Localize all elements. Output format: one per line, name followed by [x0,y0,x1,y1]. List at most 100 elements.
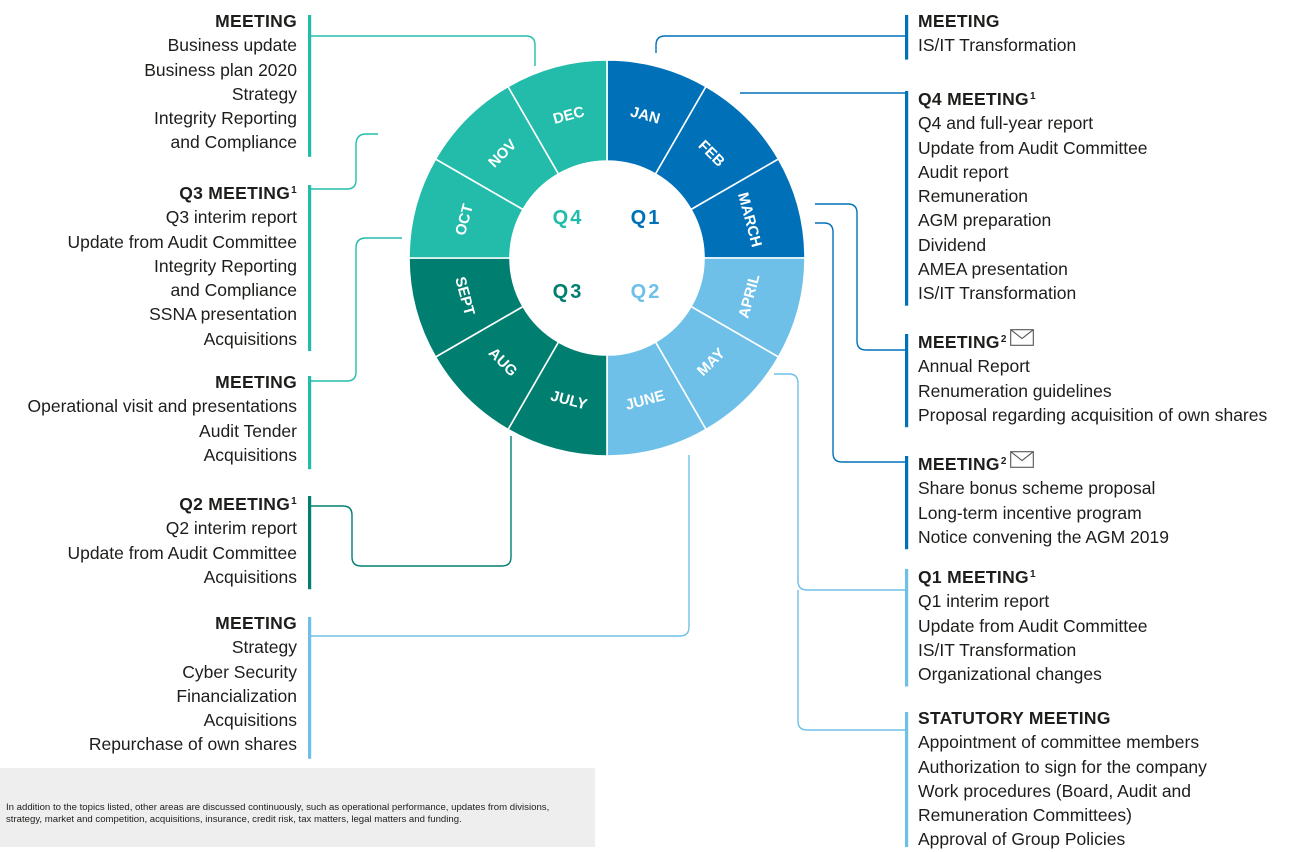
agenda-item: Update from Audit Committee [918,137,1148,158]
agenda-item: Work procedures (Board, Audit and [918,780,1192,801]
meeting-title: MEETING2 [918,450,1169,476]
meeting-title: MEETING [89,611,297,635]
agenda-item: IS/IT Transformation [918,639,1077,660]
agenda-item: IS/IT Transformation [918,35,1077,56]
meeting-title-text: Q4 MEETING [918,89,1029,109]
connector-line-9 [815,222,906,463]
agenda-item: Integrity Reporting [154,255,297,276]
meeting-title-text: STATUTORY MEETING [918,708,1111,728]
agenda-item: Integrity Reporting [154,108,297,129]
agenda-item: Long-term incentive program [918,502,1142,523]
meeting-title: MEETING [28,370,297,394]
agenda-item: Remuneration Committees) [918,805,1132,826]
accent-bar [905,91,909,306]
agenda-item: Acquisitions [203,710,297,731]
meeting-title: STATUTORY MEETING [918,706,1207,730]
agenda-item: Authorization to sign for the company [918,756,1207,777]
agenda-item: Strategy [231,83,297,104]
connector-line-8 [815,203,906,351]
agenda-item: Audit report [918,161,1009,182]
month-sector-dec [506,59,608,176]
accent-bar [308,617,312,759]
envelope-icon [1009,329,1034,346]
agenda-item: Dividend [918,234,987,255]
accent-bar [905,569,909,687]
footnote-marker: 2 [1000,456,1007,467]
quarter-label-q3: Q3 [553,281,584,303]
agenda-item: Audit Tender [199,420,297,441]
connector-line-5 [310,455,690,637]
meeting-title-text: Q2 MEETING [179,494,291,514]
footnote-marker: 1 [291,496,297,507]
year-wheel [408,59,806,457]
connector-line-6 [655,35,906,53]
meeting-title: Q4 MEETING1 [918,85,1148,111]
meeting-title-text: MEETING [215,372,297,392]
agenda-item: Acquisitions [203,566,297,587]
agenda-item: Remuneration [918,186,1028,207]
footnote-box: In addition to the topics listed, other … [0,768,595,847]
agenda-item: Update from Audit Committee [918,615,1148,636]
meeting-title: Q3 MEETING1 [67,179,297,205]
agenda-item: Strategy [231,637,297,658]
agenda-item: AGM preparation [918,210,1052,231]
meeting-title: Q2 MEETING1 [67,490,297,516]
meeting-title: MEETING [144,9,297,33]
meeting-title-text: Q3 MEETING [179,183,291,203]
quarter-label-q1: Q1 [631,207,662,229]
agenda-item: Q4 and full-year report [918,113,1094,134]
agenda-item: Approval of Group Policies [918,829,1126,850]
accent-bar [905,334,909,428]
agenda-item: Q1 interim report [918,591,1050,612]
agenda-item: and Compliance [170,280,297,301]
envelope-icon [1009,451,1034,468]
agenda-item: AMEA presentation [918,259,1068,280]
quarter-label-q4: Q4 [553,207,584,229]
agenda-item: IS/IT Transformation [918,283,1077,304]
right-meeting-block-1: MEETING IS/IT Transformation [918,9,1076,58]
meeting-title: MEETING [918,9,1076,33]
connector-line-11 [797,590,906,731]
agenda-item: Business plan 2020 [144,59,297,80]
footnote-marker: 1 [1029,91,1036,102]
connector-line-3 [310,237,402,382]
meeting-title: Q1 MEETING1 [918,563,1148,589]
agenda-item: and Compliance [170,132,297,153]
meeting-title-text: MEETING [215,613,297,633]
meeting-title-text: MEETING [918,454,1000,474]
accent-bar [308,185,312,352]
agenda-item: Organizational changes [918,664,1102,685]
agenda-item: Acquisitions [203,328,297,349]
right-meeting-block-6: STATUTORY MEETING Appointment of committe… [918,706,1207,852]
agenda-item: Cyber Security [182,661,297,682]
footnote-marker: 1 [291,185,297,196]
meeting-title-text: MEETING [918,11,1000,31]
agenda-item: Share bonus scheme proposal [918,478,1156,499]
agenda-item: Repurchase of own shares [88,734,297,755]
agenda-item: Business update [167,35,297,56]
agenda-item: SSNA presentation [149,304,297,325]
accent-bar [905,456,909,550]
meeting-title-text: Q1 MEETING [918,567,1029,587]
connector-line-2 [310,133,378,190]
agenda-item: Proposal regarding acquisition of own sh… [918,404,1268,425]
connector-line-4 [310,436,512,567]
agenda-item: Update from Audit Committee [67,231,297,252]
meeting-title-text: MEETING [215,11,297,31]
connector-line-10 [774,373,906,591]
agenda-item: Notice convening the AGM 2019 [918,526,1169,547]
agenda-item: Appointment of committee members [918,732,1200,753]
meeting-title: MEETING2 [918,328,1267,354]
footnote-marker: 1 [1029,569,1036,580]
accent-bar [308,15,312,157]
accent-bar [308,376,312,470]
accent-bars [308,15,909,847]
agenda-item: Update from Audit Committee [67,542,297,563]
